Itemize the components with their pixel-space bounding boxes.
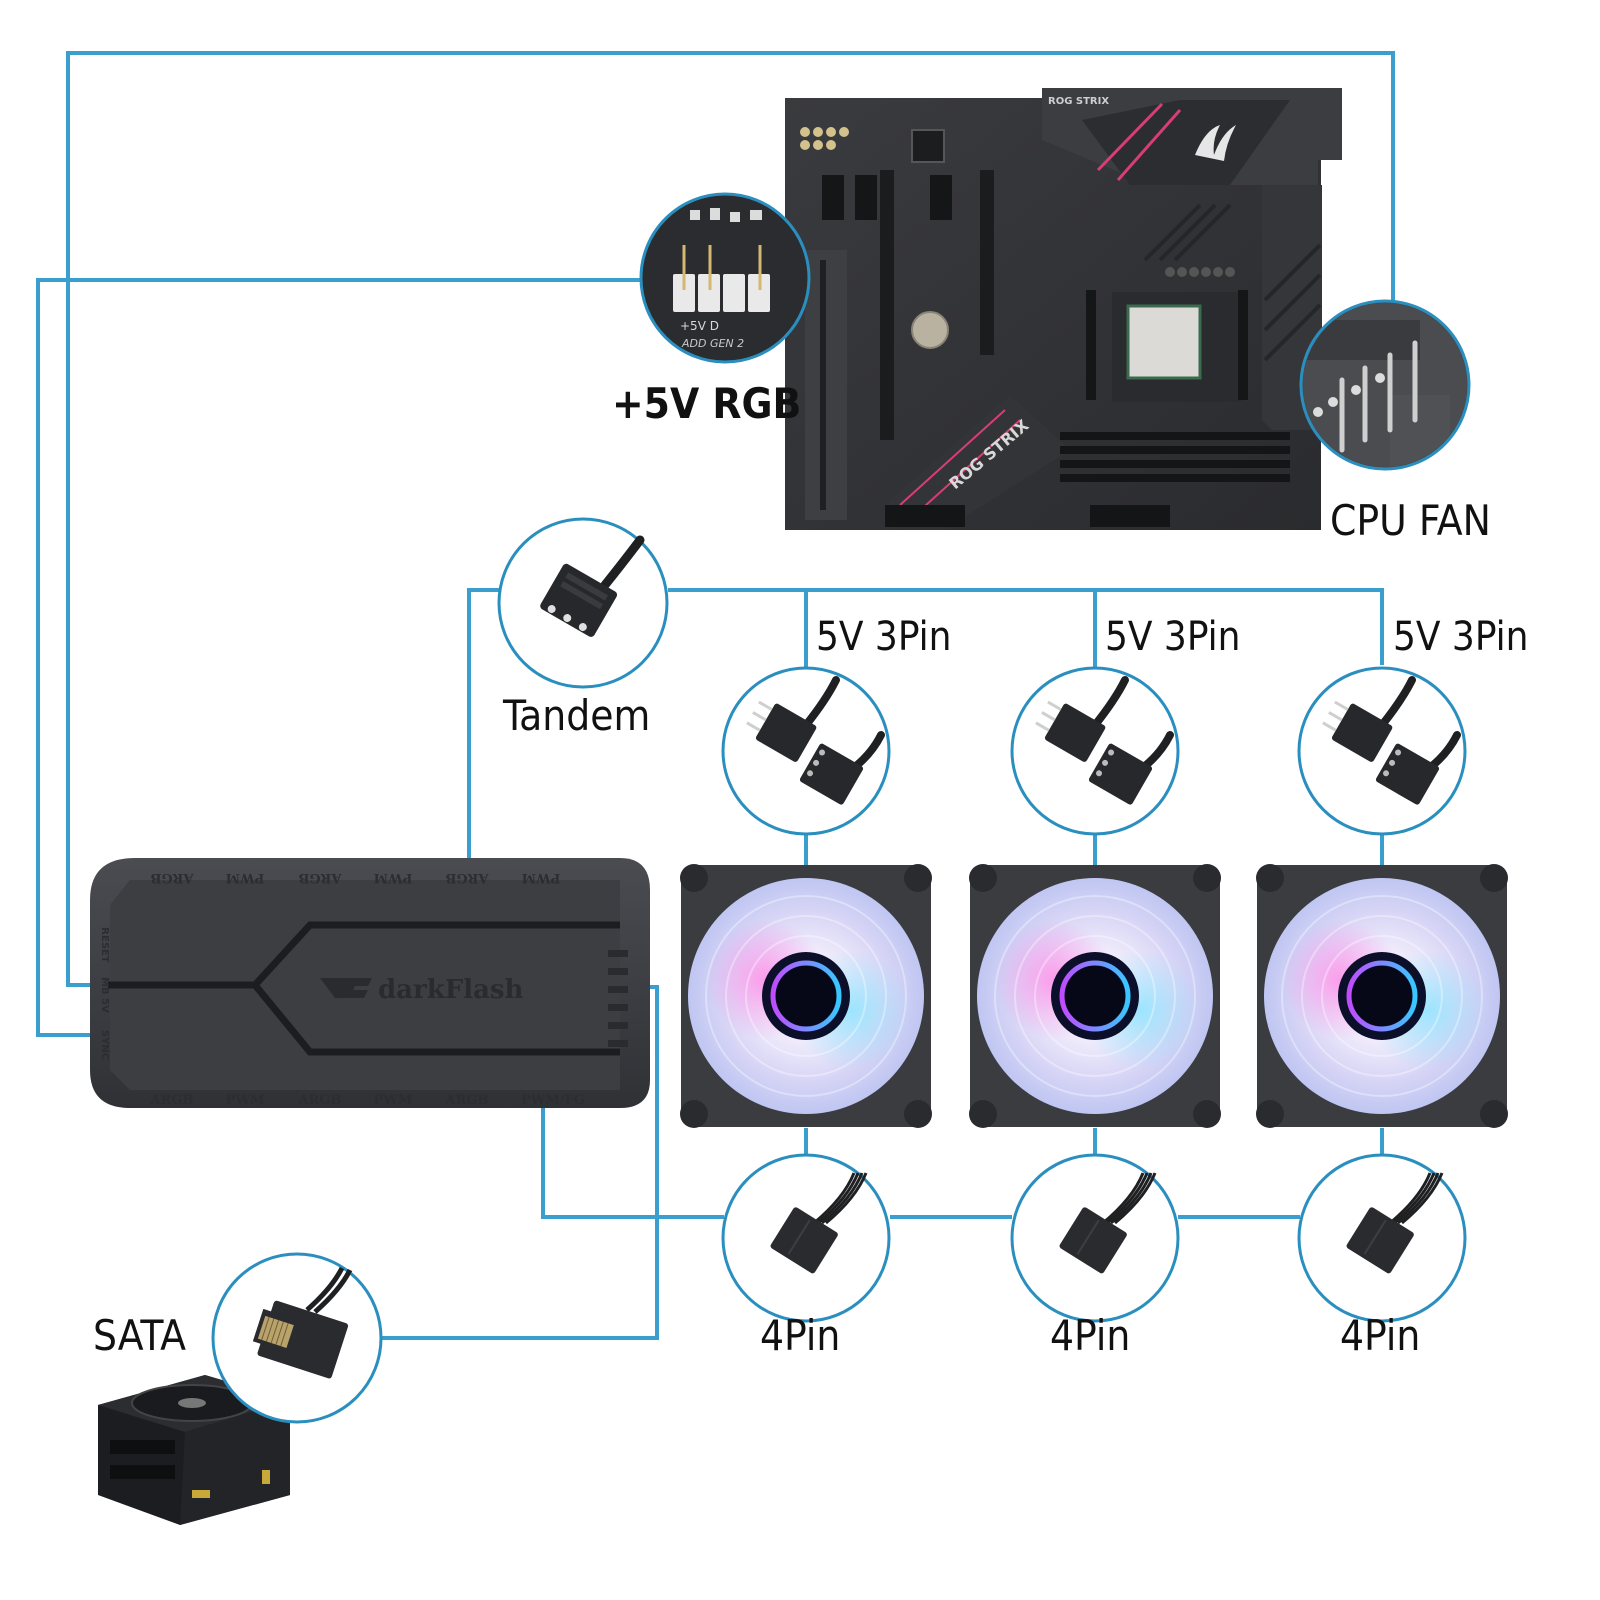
mb-brand-label: ROG STRIX <box>1048 96 1109 107</box>
hub-bottom-port-label: PWM <box>226 1093 265 1108</box>
fan-3-pwm-callout <box>1297 1153 1467 1323</box>
label-cpu-fan: CPU FAN <box>1330 496 1491 545</box>
rgb-silkscreen: +5V D <box>680 319 719 333</box>
wire-pwm-bus <box>541 1108 724 1219</box>
label-fan2-argb: 5V 3Pin <box>1105 614 1240 660</box>
hub-top-ports: ARGB PWM ARGB PWM ARGB PWM <box>151 870 561 885</box>
label-fan2-pwm: 4Pin <box>1050 1311 1130 1360</box>
hub-bottom-port-label: PWM <box>374 1093 413 1108</box>
cpu-fan-callout <box>1299 299 1471 471</box>
fan-1-pwm-callout <box>721 1153 891 1323</box>
hub-brand: darkFlash <box>378 975 524 1005</box>
hub-side-labels: RESET MB 5V SYNC <box>99 927 110 1060</box>
tandem-callout <box>497 517 669 689</box>
darkflash-logo-icon <box>320 978 372 998</box>
fan-2 <box>969 864 1221 1128</box>
fan-2-argb-callout <box>1010 666 1180 836</box>
label-fan1-pwm: 4Pin <box>760 1311 840 1360</box>
fan-2-pwm-callout <box>1010 1153 1180 1323</box>
rog-eye-logo <box>1195 125 1236 161</box>
labels: +5V RGB CPU FAN Tandem SATA 5V 3Pin 5V 3… <box>93 379 1528 1360</box>
label-tandem: Tandem <box>502 691 650 740</box>
label-sata: SATA <box>93 1311 186 1360</box>
label-fan1-argb: 5V 3Pin <box>816 614 951 660</box>
hub-top-port-label: PWM <box>374 870 413 885</box>
rgb-header-callout: +5V D ADD GEN 2 <box>639 192 811 364</box>
motherboard: ROG STRIX <box>785 88 1342 530</box>
hub-bottom-ports: ARGB PWM ARGB PWM ARGB PWM/FG <box>150 1093 585 1108</box>
label-rgb-header: +5V RGB <box>612 379 801 428</box>
wire-argb-bus <box>668 588 1384 665</box>
fan-1-argb-callout <box>721 666 891 836</box>
hub-top-port-label: PWM <box>226 870 265 885</box>
hub-side-label: MB 5V <box>99 977 110 1013</box>
hub-top-port-label: ARGB <box>151 870 195 885</box>
wire-cpu-fan <box>66 51 1395 987</box>
hub-side-label: SYNC <box>99 1030 110 1060</box>
rgb-silkscreen-2: ADD GEN 2 <box>681 337 744 350</box>
sata-callout <box>211 1252 383 1424</box>
hub-side-label: RESET <box>99 927 110 963</box>
hub-top-port-label: ARGB <box>446 870 490 885</box>
fan-3 <box>1256 864 1508 1128</box>
wire-tandem <box>467 588 500 865</box>
fans <box>680 666 1508 1323</box>
fan-1 <box>680 864 932 1128</box>
hub-bottom-port-label: ARGB <box>150 1093 194 1108</box>
label-fan3-pwm: 4Pin <box>1340 1311 1420 1360</box>
hub-bottom-port-label: PWM/FG <box>521 1093 585 1108</box>
hub-top-port-label: PWM <box>522 870 561 885</box>
hub-bottom-port-label: ARGB <box>445 1093 489 1108</box>
hub-bottom-port-label: ARGB <box>298 1093 342 1108</box>
power-supply <box>98 1375 290 1525</box>
fan-3-argb-callout <box>1297 666 1467 836</box>
wire-rgb-header <box>36 278 642 1037</box>
connection-lines <box>36 51 1395 1340</box>
hub-top-port-label: ARGB <box>299 870 343 885</box>
label-fan3-argb: 5V 3Pin <box>1393 614 1528 660</box>
